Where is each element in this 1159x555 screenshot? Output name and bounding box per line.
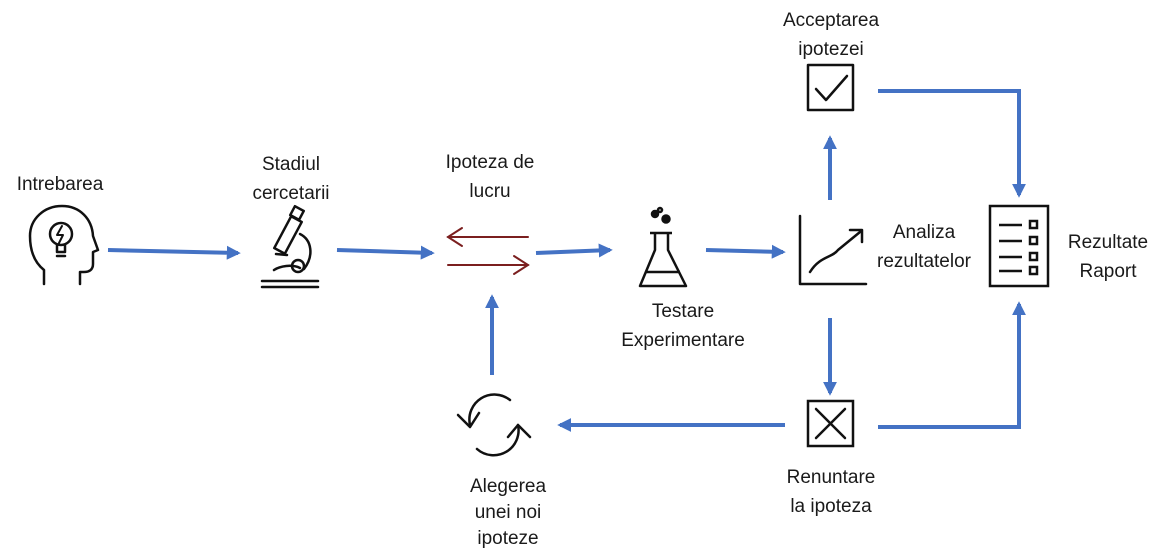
checkbox-x-icon	[806, 399, 855, 448]
checklist-icon	[988, 204, 1050, 288]
arrow-research-to-hypothesis	[336, 245, 435, 260]
label-question: Intrebarea	[16, 174, 104, 195]
label-analysis: Analiza rezultatelor	[877, 222, 971, 272]
label-report: Rezultate Raport	[1067, 232, 1149, 282]
checkbox-check-icon	[806, 63, 855, 112]
arrow-question-to-research	[107, 245, 241, 260]
arrow-experiment-to-analysis	[705, 244, 786, 259]
arrow-reject-to-report	[878, 301, 1026, 429]
microscope-icon	[260, 204, 320, 289]
refresh-cycle-icon	[456, 393, 532, 457]
flask-icon	[638, 206, 688, 288]
arrow-hypothesis-to-experiment	[535, 243, 613, 258]
label-experiment: Testare Experimentare	[621, 301, 745, 351]
label-hypothesis: Ipoteza de lucru	[445, 152, 535, 202]
line-graph-icon	[798, 214, 868, 286]
head-lightbulb-icon	[28, 204, 100, 286]
label-accept: Acceptarea ipotezei	[782, 10, 880, 60]
swap-arrows-icon	[446, 227, 530, 275]
arrow-accept-to-report	[878, 89, 1026, 198]
label-reject: Renuntare la ipoteza	[786, 467, 876, 517]
label-research: Stadiul cercetarii	[252, 154, 330, 204]
label-new-hypothesis: Alegerea unei noi ipoteze	[469, 476, 547, 549]
